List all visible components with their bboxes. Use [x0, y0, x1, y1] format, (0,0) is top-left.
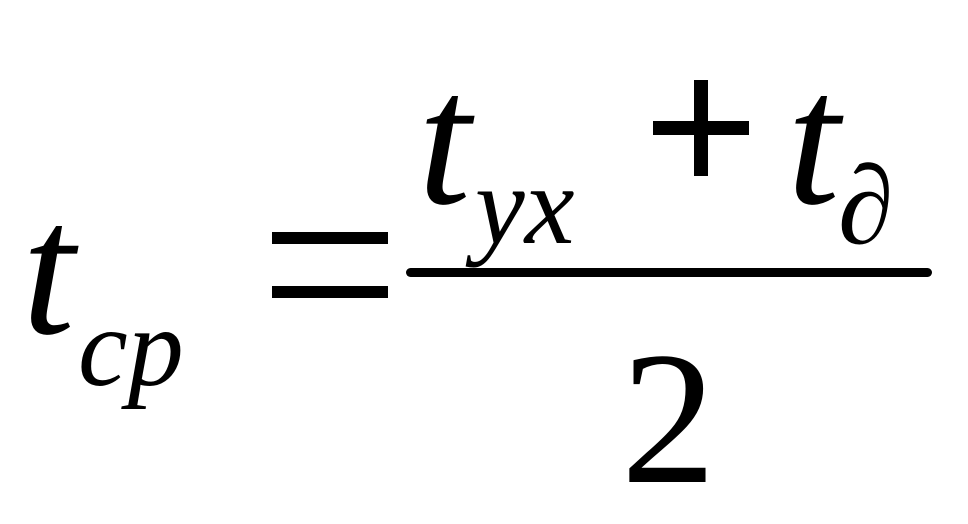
denominator: 2 [621, 314, 716, 524]
numerator-term1-subscript: yx [475, 144, 575, 268]
lhs-variable: t [22, 165, 75, 375]
numerator-term2-variable: t [787, 35, 840, 245]
plus-sign-horizontal [653, 121, 749, 135]
equals-sign-bottom-bar [272, 286, 388, 298]
numerator-term1-variable: t [418, 35, 471, 245]
equals-sign-top-bar [272, 232, 388, 244]
numerator-term2-subscript: ∂ [838, 144, 894, 268]
lhs-subscript: cp [78, 286, 184, 410]
fraction-line [406, 268, 932, 277]
